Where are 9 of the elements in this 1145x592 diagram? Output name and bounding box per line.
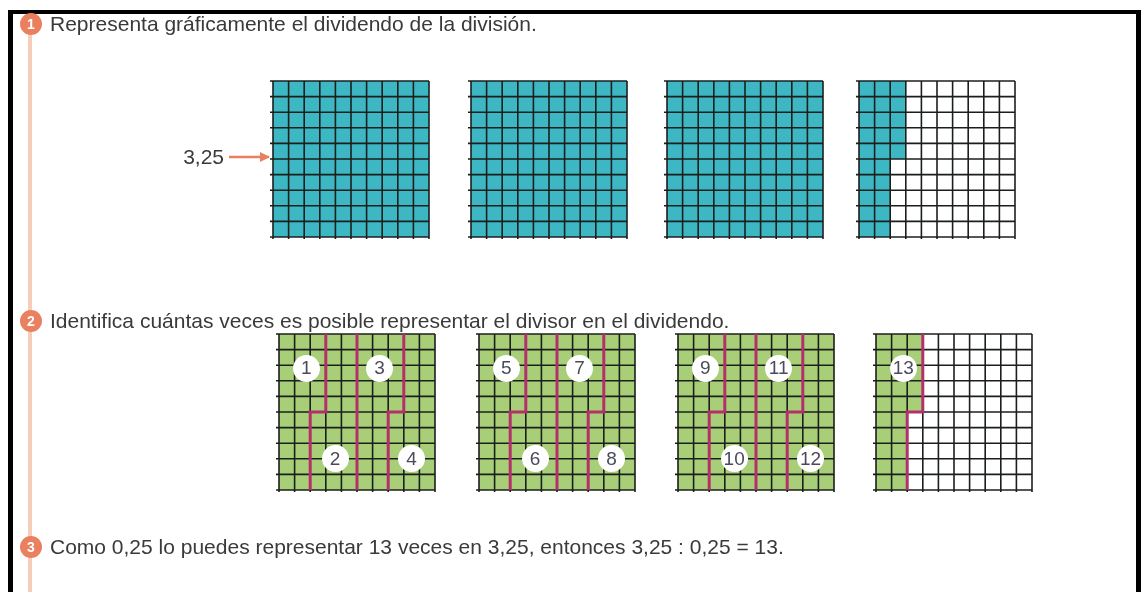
grid-drawing <box>270 78 433 241</box>
instruction-text: Como 0,25 lo puedes representar 13 veces en 3,25, entonces 3,25 : 0,25 = 13. <box>50 534 784 560</box>
step-number: 1 <box>20 13 42 35</box>
value-label: 3,25 <box>150 143 224 171</box>
instruction-text: Identifica cuántas veces es posible representar el divisor en el dividendo. <box>50 308 730 334</box>
arrow <box>229 152 270 162</box>
step-number: 3 <box>20 536 42 558</box>
instruction-text: Representa gráficamente el dividendo de la división. <box>50 11 537 37</box>
step-number: 2 <box>20 310 42 332</box>
